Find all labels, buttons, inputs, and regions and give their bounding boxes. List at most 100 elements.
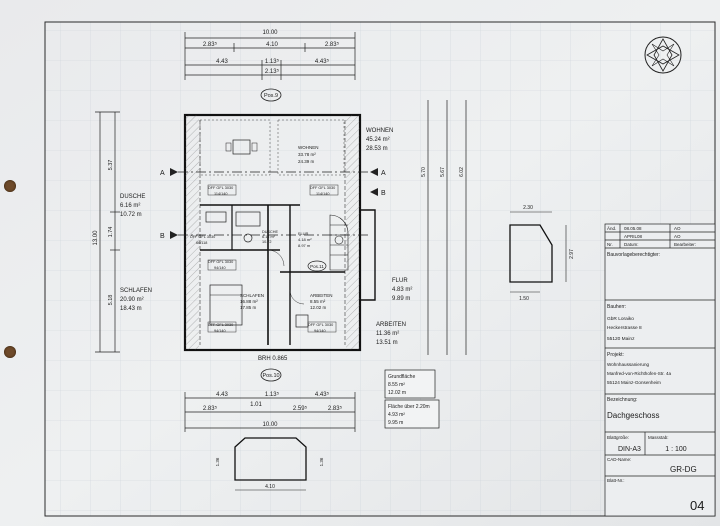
pos11-marker — [307, 260, 327, 272]
window-label-4b: 94/140 — [214, 266, 226, 270]
dim-bottom-row1-3: 4.43⁵ — [315, 391, 330, 398]
window-label-3b: 66/118 — [196, 241, 207, 245]
bottom-dimension-lines — [184, 392, 356, 432]
dim-right-3: 6.02 — [459, 167, 465, 177]
room-schlafen-area: 20.90 m² — [120, 297, 144, 303]
room-wohnen-inner-area: 33.78 m² — [298, 152, 316, 157]
room-flur-inner-perim: 8.97 m — [298, 243, 311, 248]
area-flaeche-perim: 9.95 m — [388, 420, 403, 426]
bauherr-label: Bauherr: — [607, 304, 626, 310]
dim-bottom-row2-2: 1.01 — [250, 402, 262, 408]
projekt-line-1: Wohnhaussanierung — [607, 362, 649, 367]
room-wohnen-inner-perim: 24.39 m — [298, 159, 315, 164]
dim-top-row2-2: 1.13⁵ — [265, 58, 280, 65]
dim-inset-bottom: 1.50 — [519, 296, 529, 302]
window-label-1b: 114/140 — [214, 192, 227, 196]
room-schlafen-title: SCHLAFEN — [120, 288, 152, 294]
bottom-section-shape — [234, 437, 307, 491]
room-dusche-title: DUSCHE — [120, 194, 145, 200]
section-b-left-label: B — [160, 233, 165, 240]
brh-label: BRH 0.865 — [258, 356, 288, 362]
dim-left-part-3: 5.18 — [108, 295, 114, 306]
bezeichnung-value: Dachgeschoss — [607, 411, 659, 420]
window-label-4: DFF GFL 3030 — [208, 260, 233, 264]
dim-inset-height: 2.97 — [569, 249, 575, 259]
room-schlafen-perim: 18.43 m — [120, 306, 142, 312]
dim-top-part-2: 4.10 — [266, 42, 278, 48]
room-schlafen-inner-title: SCHLAFEN — [240, 293, 264, 298]
room-dusche-inner-title: DUSCHE — [262, 230, 279, 234]
pos9-marker — [260, 88, 282, 102]
dim-left-part-2: 1.74 — [108, 227, 114, 238]
area-grund-title: Grundfläche — [388, 374, 415, 380]
room-arbeiten-area: 11.36 m² — [376, 331, 399, 337]
room-arbeiten-inner-perim: 12.02 m — [310, 305, 327, 310]
room-dusche-inner-perim: 10.72 — [262, 240, 272, 244]
pos10-marker — [260, 368, 282, 382]
pos9-label: Pos.9 — [264, 93, 278, 99]
dim-bottom-shape-width: 4.10 — [265, 484, 275, 490]
dim-bottom-shape-right: 1.36 — [319, 457, 324, 466]
room-flur-area: 4.83 m² — [392, 287, 412, 293]
pos10-label: Pos.10 — [262, 373, 279, 379]
dim-top-row3: 2.13⁵ — [265, 68, 280, 75]
approval-label: Bauvorlageberechtigter: — [607, 252, 660, 258]
dim-bottom-row1-1: 4.43 — [216, 392, 228, 398]
room-arbeiten-title: ARBEITEN — [376, 322, 406, 328]
bauherr-line-3: 55120 Mainz — [607, 336, 635, 342]
title-row1-label: Änd. — [607, 225, 616, 231]
room-wohnen-area: 45.24 m² — [366, 137, 390, 143]
cad-name-label: CAD-Name: — [607, 457, 631, 462]
room-flur-title: FLUR — [392, 278, 408, 284]
section-marker-a-left — [170, 168, 178, 176]
projekt-label: Projekt: — [607, 352, 624, 358]
massstab-label: Massstab: — [648, 435, 669, 440]
dim-bottom-shape-left: 1.36 — [215, 457, 220, 466]
massstab-value: 1 : 100 — [665, 446, 687, 453]
room-arbeiten-inner-area: 8.55 m² — [310, 299, 326, 304]
room-arbeiten-inner-title: ARBEITEN — [310, 293, 333, 298]
dim-top-total: 10.00 — [262, 30, 278, 36]
room-dusche-inner-area: 6.16 m² — [262, 235, 276, 239]
room-flur-inner-title: FLUR — [298, 231, 309, 236]
binder-hole-bottom — [4, 346, 16, 358]
section-a-left-label: A — [160, 170, 165, 177]
dim-left-total: 13.00 — [93, 230, 99, 246]
window-label-2b: 114/140 — [316, 192, 329, 196]
dim-bottom-row2-1: 2.83⁵ — [203, 405, 218, 412]
bauherr-line-2: Heckerstrasse 8 — [607, 325, 642, 331]
dim-bottom-row1-2: 1.13⁵ — [265, 391, 280, 398]
title-row2-init: AO — [674, 234, 681, 239]
area-flaeche-title: Fläche über 2.20m — [388, 404, 430, 410]
window-label-5: DFF GFL 3030 — [208, 323, 233, 327]
cad-name-value: GR-DG — [670, 465, 697, 474]
title-row1-init: AO — [674, 226, 681, 231]
dormer-inset-shape — [509, 211, 567, 293]
area-box-flaeche — [384, 399, 440, 429]
blattgroesse-label: Blattgröße: — [607, 435, 629, 440]
top-dimension-lines — [184, 32, 356, 80]
room-arbeiten-perim: 13.51 m — [376, 340, 398, 346]
left-dimension-lines — [95, 111, 120, 353]
section-marker-b-left — [170, 231, 178, 239]
dim-bottom-total: 10.00 — [262, 422, 278, 428]
dim-top-part-3: 2.83⁵ — [325, 41, 340, 48]
window-label-2: DFF GFL 3030 — [310, 186, 335, 190]
binder-hole-top — [4, 180, 16, 192]
blattgroesse-value: DIN-A3 — [618, 446, 641, 453]
window-label-1: DFF GFL 3030 — [208, 186, 233, 190]
room-dusche-perim: 10.72 m — [120, 212, 142, 218]
window-label-6b: 94/140 — [314, 329, 326, 333]
bezeichnung-label: Bezeichnung: — [607, 397, 637, 403]
window-label-6: DFF GFL 3030 — [308, 323, 333, 327]
window-label-5b: 94/140 — [214, 329, 226, 333]
room-schlafen-inner-perim: 17.85 m — [240, 305, 257, 310]
dim-right-2: 5.67 — [440, 167, 446, 177]
dim-top-row2-1: 4.43 — [216, 59, 228, 65]
background-grid — [45, 22, 715, 516]
blatt-nr-label: Blatt-Nr.: — [607, 478, 625, 483]
section-b-right-label: B — [381, 190, 386, 197]
dim-bottom-row2-3: 2.59⁵ — [293, 405, 308, 412]
bauherr-line-1: GbR Loraiko — [607, 316, 634, 322]
title-row1-date: 08.05.08 — [624, 226, 642, 231]
